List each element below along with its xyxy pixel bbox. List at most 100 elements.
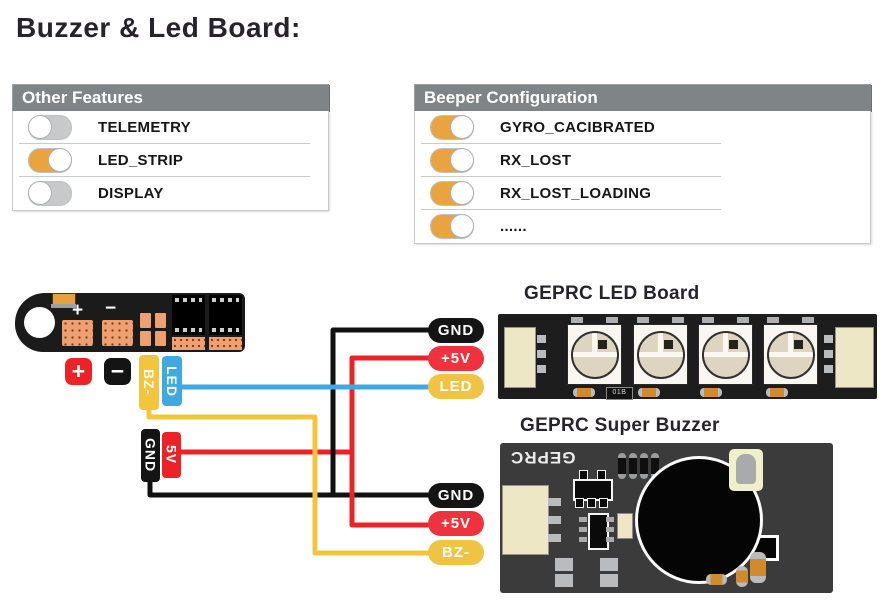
capacitor (706, 574, 727, 585)
other-features-body: TELEMETRY LED_STRIP DISPLAY (12, 111, 329, 211)
bz-pad-tag: BZ- (139, 355, 159, 410)
transistor-pin (575, 498, 584, 508)
solder-pad (155, 331, 166, 346)
connector-pin (548, 498, 561, 506)
feature-row-led-strip: LED_STRIP (13, 143, 328, 177)
led-pad (606, 317, 618, 323)
ws2812-led (698, 324, 753, 385)
connector-pin (824, 335, 833, 343)
led-board-title: GEPRC LED Board (524, 283, 700, 304)
telemetry-toggle[interactable] (28, 115, 72, 140)
connector-pin (824, 350, 833, 358)
transistor-pin (599, 498, 608, 508)
solder-pad (155, 313, 166, 328)
copper-strip (209, 337, 242, 350)
connector-pin (537, 335, 546, 343)
buzzer-board-title: GEPRC Super Buzzer (520, 415, 720, 436)
beeper-row-rx-lost: RX_LOST (415, 143, 870, 177)
buzzer-bz-pill: BZ- (428, 540, 484, 565)
feature-row-display: DISPLAY (13, 176, 328, 210)
wire-5v-main (349, 355, 432, 528)
led-board-connector-right (835, 327, 874, 388)
capacitor (618, 453, 626, 479)
status-led (729, 449, 763, 491)
buzzer-5v-pill: +5V (428, 511, 484, 536)
telemetry-label: TELEMETRY (98, 119, 191, 136)
wire-bz (146, 403, 432, 556)
led-die (598, 340, 607, 349)
display-label: DISPLAY (98, 185, 164, 202)
beeper-configuration-body: GYRO_CACIBRATED RX_LOST RX_LOST_LOADING … (414, 111, 871, 244)
mounting-hole (24, 307, 55, 338)
battery-plus-pad (62, 320, 93, 346)
led-die (729, 340, 738, 349)
ws2812-led (633, 324, 688, 385)
capacitor (736, 566, 748, 587)
small-component (617, 513, 633, 539)
led-5v-pill: +5V (428, 346, 484, 371)
ic-pin (579, 527, 587, 532)
resistor (766, 388, 788, 397)
feature-row-telemetry: TELEMETRY (13, 111, 328, 144)
solder-pad (600, 574, 618, 587)
led-gnd-pill: GND (428, 318, 484, 343)
ic-pin (606, 537, 614, 542)
ic-pin (606, 517, 614, 522)
capacitor (640, 453, 648, 479)
flight-controller-board: + − (15, 293, 245, 352)
beeper-more-label: ...... (500, 218, 527, 235)
gnd-pad-tag: GND (141, 429, 160, 482)
led-die (794, 340, 803, 349)
rx-lost-toggle[interactable] (430, 148, 474, 173)
led-lens (767, 331, 815, 379)
resistor (573, 388, 595, 397)
wire-gnd-led (330, 327, 432, 496)
transistor-pin (587, 498, 596, 508)
capacitor (750, 552, 766, 583)
minus-pad-label: − (105, 298, 117, 319)
connector-pin (548, 534, 561, 542)
rx-lost-loading-label: RX_LOST_LOADING (500, 185, 652, 202)
small-ic: 01B (606, 387, 633, 400)
ws2812-led (567, 324, 622, 385)
wire-gnd-buzzer (147, 478, 432, 498)
buzzer-gnd-pill: GND (428, 483, 484, 508)
led-lens (702, 331, 750, 379)
led-pad (767, 317, 779, 323)
display-toggle[interactable] (28, 181, 72, 206)
led-pad (702, 317, 714, 323)
led-signal-pill: LED (428, 374, 484, 399)
connector-pin (537, 350, 546, 358)
rx-lost-loading-toggle[interactable] (430, 181, 474, 206)
gyro-calibrated-label: GYRO_CACIBRATED (500, 119, 656, 136)
connector-pin (548, 516, 561, 524)
5v-pad-tag: 5V (162, 432, 181, 478)
beeper-configuration-header: Beeper Configuration (414, 84, 871, 111)
beeper-row-gyro-calibrated: GYRO_CACIBRATED (415, 111, 870, 144)
ic-pin (579, 537, 587, 542)
battery-plus-marker: + (65, 358, 92, 385)
ic-chip (209, 295, 242, 335)
gyro-calibrated-toggle[interactable] (430, 115, 474, 140)
led-pad (571, 317, 583, 323)
resistor (638, 388, 660, 397)
resistor (700, 388, 722, 397)
battery-minus-pad (102, 320, 133, 346)
led-lens (571, 331, 619, 379)
led-pad (672, 317, 684, 323)
rx-lost-label: RX_LOST (500, 152, 572, 169)
connector-pin (824, 365, 833, 373)
led-pad (637, 317, 649, 323)
solder-pad (600, 558, 618, 571)
connector-pin (537, 365, 546, 373)
led-strip-toggle[interactable] (28, 148, 72, 173)
beeper-row-more: ...... (415, 209, 870, 243)
beeper-more-toggle[interactable] (430, 214, 474, 239)
battery-minus-marker: − (104, 358, 131, 385)
beeper-configuration-panel: Beeper Configuration GYRO_CACIBRATED RX_… (414, 84, 871, 244)
ic-pin (606, 527, 614, 532)
page-title: Buzzer & Led Board: (16, 12, 301, 43)
capacitor (629, 453, 637, 479)
smd-component-base (51, 304, 76, 308)
other-features-header: Other Features (12, 84, 329, 111)
